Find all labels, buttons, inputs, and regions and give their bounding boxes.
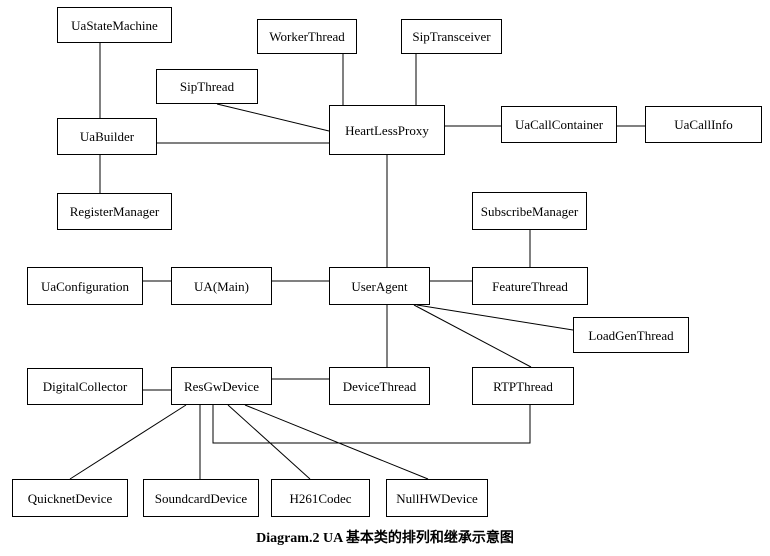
node-subscribemanager: SubscribeManager: [472, 192, 587, 230]
node-h261codec: H261Codec: [271, 479, 370, 517]
node-uastatemachine: UaStateMachine: [57, 7, 172, 43]
edge-resgwdevice-nullhwdevice: [244, 404, 429, 480]
node-digitalcollector: DigitalCollector: [27, 368, 143, 405]
node-rtpthread: RTPThread: [472, 367, 574, 405]
edge-resgwdevice-quicknetdevice: [69, 404, 187, 480]
edge-useragent-loadgenthread: [416, 304, 574, 331]
edge-useragent-rtpthread: [413, 304, 532, 368]
node-nullhwdevice: NullHWDevice: [386, 479, 488, 517]
node-useragent: UserAgent: [329, 267, 430, 305]
node-uacallinfo: UaCallInfo: [645, 106, 762, 143]
node-quicknetdevice: QuicknetDevice: [12, 479, 128, 517]
node-featurethread: FeatureThread: [472, 267, 588, 305]
edge-resgwdevice-rtpthread: [212, 405, 531, 444]
node-registermanager: RegisterManager: [57, 193, 172, 230]
edge-resgwdevice-h261codec: [227, 404, 311, 480]
node-workerthread: WorkerThread: [257, 19, 357, 54]
node-heartlessproxy: HeartLessProxy: [329, 105, 445, 155]
diagram-caption: Diagram.2 UA 基本类的排列和继承示意图: [256, 531, 514, 546]
node-soundcarddevice: SoundcardDevice: [143, 479, 259, 517]
node-siptransceiver: SipTransceiver: [401, 19, 502, 54]
node-uaconfiguration: UaConfiguration: [27, 267, 143, 305]
node-devicethread: DeviceThread: [329, 367, 430, 405]
node-uabuilder: UaBuilder: [57, 118, 157, 155]
node-uacallcontainer: UaCallContainer: [501, 106, 617, 143]
edge-sipthread-heartlessproxy: [216, 103, 330, 132]
node-uamain: UA(Main): [171, 267, 272, 305]
node-resgwdevice: ResGwDevice: [171, 367, 272, 405]
node-loadgenthread: LoadGenThread: [573, 317, 689, 353]
node-sipthread: SipThread: [156, 69, 258, 104]
